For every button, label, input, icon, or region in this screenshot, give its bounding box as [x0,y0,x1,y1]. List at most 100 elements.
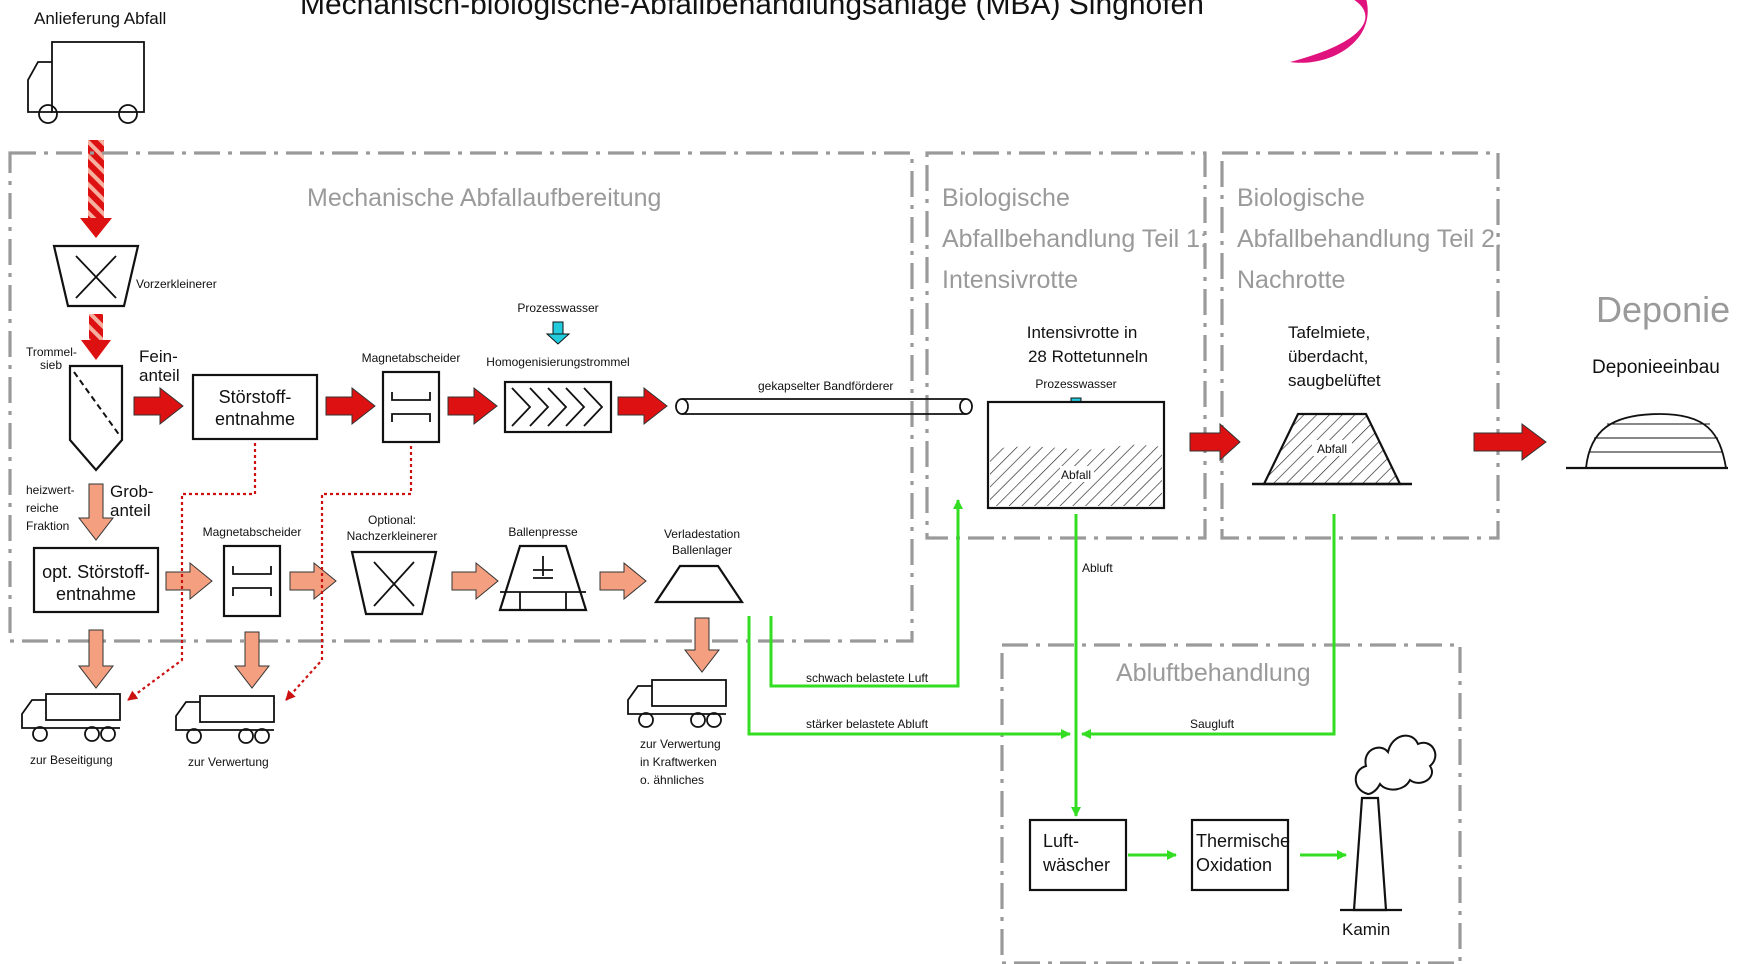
kraftwerke-label-2: in Kraftwerken [640,755,717,769]
flow-arrow-6 [289,561,337,601]
magnetabscheider-2-icon [222,544,282,618]
trommelsieb-label-1: Trommel- [26,345,77,359]
abfall-label-1: Abfall [1061,468,1091,482]
zone-bio1 [925,151,1207,540]
verladestation-icon [653,564,745,604]
flow-arrow-bio [1189,422,1241,462]
intensivrotte-label-1: Intensivrotte in [1027,323,1138,342]
nachzerkleinerer-label-1: Optional: [368,513,416,527]
flow-arrow-deponie [1473,423,1547,461]
nachzerkleinerer-icon [350,550,438,616]
kraftwerke-label-1: zur Verwertung [640,737,721,751]
beseitigung-arrow [77,629,115,689]
deponie-mound-icon [1566,413,1728,470]
tafelmiete-icon [1252,412,1412,486]
heizwert-label-3: Fraktion [26,519,69,533]
feinanteil-label-2: anteil [139,366,180,385]
prozesswasser-label-2: Prozesswasser [1035,377,1116,391]
ballenpresse-icon [498,544,588,612]
beseitigung-label: zur Beseitigung [30,753,113,767]
flow-arrow-8 [599,561,647,601]
luftwaescher-box [1028,818,1128,892]
magnet-dotted-line [285,446,413,701]
rottetunnel-icon [986,400,1166,510]
stoerstoff-dotted-line [127,443,257,701]
flow-arrow-2 [325,386,376,426]
section-bio1-line2: Abfallbehandlung Teil 1: [942,225,1207,253]
homogenisierungstrommel-icon [503,380,613,434]
prozesswasser-label-1: Prozesswasser [517,301,598,315]
delivery-label: Anlieferung Abfall [34,9,166,28]
flow-arrow-4 [617,386,668,426]
bandfoerderer-icon [675,398,973,415]
delivery-truck-icon [27,41,145,124]
zone-mechanical [8,151,914,643]
kamin-label: Kamin [1342,920,1390,939]
stoerstoff-box [191,373,319,441]
diagram-title: Mechanisch-biologische-Abfallbehandlungs… [300,0,1204,21]
thermisch-label-1: Thermische [1196,831,1290,851]
thermisch-label-2: Oxidation [1196,855,1272,875]
luftwaescher-label-1: Luft- [1043,831,1079,851]
section-deponie-title: Deponie [1596,289,1730,330]
green-line-schwach [769,499,963,688]
verwertung-arrow [233,631,271,689]
nachzerkleinerer-label-2: Nachzerkleinerer [347,529,438,543]
magnetabscheider-1-icon [381,370,441,444]
flow-arrow-1 [133,386,184,426]
intensivrotte-label-2: 28 Rottetunneln [1028,347,1148,366]
zone-bio2 [1220,151,1500,540]
abfall-label-2: Abfall [1317,442,1347,456]
section-abluft-title: Abluftbehandlung [1116,659,1311,687]
thermische-oxidation-box [1190,818,1290,892]
section-mech-title: Mechanische Abfallaufbereitung [307,184,661,212]
tafelmiete-label-3: saugbelüftet [1288,371,1381,390]
verladestation-label-2: Ballenlager [672,543,732,557]
bandfoerderer-label: gekapselter Bandförderer [758,379,893,393]
trommelsieb-label-2: sieb [40,358,62,372]
water-arrow-1 [545,321,571,345]
stoerstoff-label-2: entnahme [215,409,295,429]
luftwaescher-label-2: wäscher [1042,855,1110,875]
logo-swoosh [1290,0,1368,63]
flow-arrow-5 [165,561,213,601]
kraftwerk-arrow [683,617,721,673]
section-bio1-line1: Biologische [942,184,1070,212]
verladestation-label-1: Verladestation [664,527,740,541]
zone-abluft [1000,643,1462,964]
kraftwerke-label-3: o. ähnliches [640,773,704,787]
flow-arrow-3 [447,386,498,426]
section-bio2-line3: Nachrotte [1237,266,1345,294]
opt-stoerstoff-box [32,546,160,614]
homogenisierung-label: Homogenisierungstrommel [486,355,629,369]
sieve-feed-arrow [81,314,111,360]
dump-truck-verwertung-icon [175,695,275,744]
stoerstoff-label-1: Störstoff- [219,387,292,407]
green-line-saugluft [1081,514,1336,739]
dump-truck-beseitigung-icon [21,693,121,742]
opt-stoerstoff-label-1: opt. Störstoff- [42,562,150,582]
tafelmiete-label-2: überdacht, [1288,347,1368,366]
tafelmiete-label-1: Tafelmiete, [1288,323,1370,342]
green-line-staerker [747,616,1071,739]
heizwert-label-2: reiche [26,501,59,515]
ballenpresse-label: Ballenpresse [508,525,578,539]
magnet2-label: Magnetabscheider [203,525,302,539]
schwach-label: schwach belastete Luft [806,671,929,685]
deponieeinbau-label: Deponieeinbau [1592,357,1720,378]
intake-arrow [80,140,112,238]
opt-stoerstoff-label-2: entnahme [56,584,136,604]
staerker-label: stärker belastete Abluft [806,717,929,731]
magnet1-label: Magnetabscheider [362,351,461,365]
kamin-icon [1340,734,1437,912]
heizwert-label-1: heizwert- [26,483,75,497]
section-bio2-line1: Biologische [1237,184,1365,212]
dump-truck-kraftwerk-icon [627,679,727,728]
grob-arrow [77,483,115,541]
grobanteil-label-2: anteil [110,501,151,520]
feinanteil-label-1: Fein- [139,347,178,366]
trommelsieb-icon [68,364,124,472]
section-bio2-line2: Abfallbehandlung Teil 2: [1237,225,1502,253]
flow-arrow-7 [451,561,499,601]
